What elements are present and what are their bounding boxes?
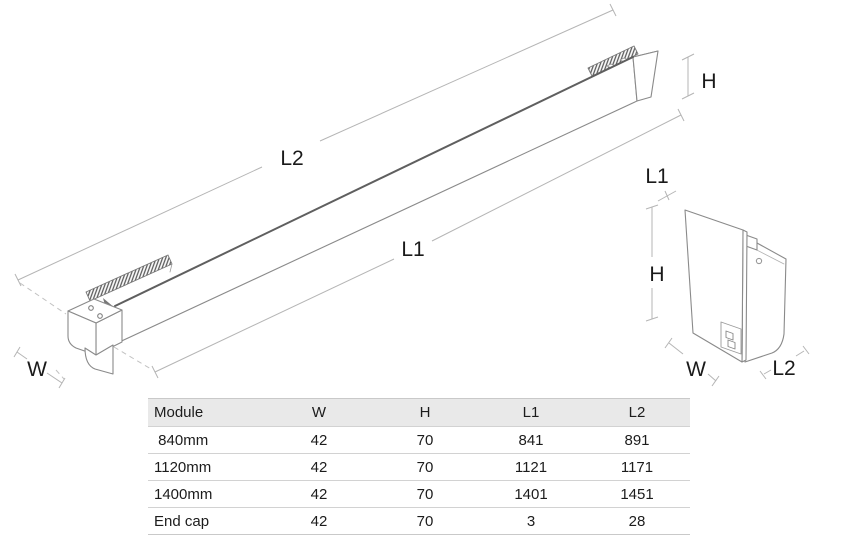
cell-w: 42 (266, 480, 372, 508)
module-dimension-lines (13, 3, 695, 389)
cell-w: 42 (266, 507, 372, 535)
module-dim-label-w: W (27, 358, 47, 381)
endcap-dim-label-l1: L1 (645, 165, 668, 188)
module-connector (67, 298, 123, 375)
cell-h: 70 (372, 507, 478, 535)
connector-screw (88, 305, 94, 311)
table-row: 1120mm 42 70 1121 1171 (148, 453, 690, 481)
module-dim-label-l2: L2 (280, 147, 303, 170)
connector-screw (97, 313, 103, 319)
module-drawing (67, 45, 659, 375)
cell-module: End cap (148, 507, 266, 535)
column-header-l1: L1 (478, 398, 584, 427)
endcap-drawing (684, 209, 787, 363)
column-header-module: Module (148, 398, 266, 427)
endcap-body (744, 239, 787, 363)
cell-l2: 28 (584, 507, 690, 535)
cell-l1: 3 (478, 507, 584, 535)
cell-h: 70 (372, 453, 478, 481)
cell-l2: 1171 (584, 453, 690, 481)
cell-l2: 891 (584, 426, 690, 454)
endcap-dim-label-h: H (649, 263, 664, 286)
endcap-front-plate (684, 209, 744, 363)
module-end-face (632, 50, 659, 102)
cell-module: 1400mm (148, 480, 266, 508)
endcap-dim-label-l2: L2 (772, 357, 795, 380)
endcap-dimension-lines (645, 190, 810, 387)
module-dim-label-h: H (701, 70, 716, 93)
endcap-hole (755, 257, 763, 265)
cell-w: 42 (266, 453, 372, 481)
column-header-l2: L2 (584, 398, 690, 427)
module-track-left (85, 254, 173, 302)
cell-module: 840mm (148, 426, 266, 454)
column-header-w: W (266, 398, 372, 427)
cell-l1: 841 (478, 426, 584, 454)
cell-module: 1120mm (148, 453, 266, 481)
endcap-label-sticker (720, 321, 742, 355)
column-header-h: H (372, 398, 478, 427)
connector-lip (84, 344, 114, 375)
table-header-row: Module W H L1 L2 (148, 398, 690, 427)
module-dim-label-l1: L1 (401, 238, 424, 261)
cell-h: 70 (372, 480, 478, 508)
cell-l1: 1121 (478, 453, 584, 481)
dimension-table: Module W H L1 L2 840mm 42 70 841 891 112… (148, 398, 690, 535)
module-front-face (112, 56, 638, 346)
cell-w: 42 (266, 426, 372, 454)
cell-l1: 1401 (478, 480, 584, 508)
table-row: End cap 42 70 3 28 (148, 507, 690, 535)
table-row: 1400mm 42 70 1401 1451 (148, 480, 690, 508)
cell-l2: 1451 (584, 480, 690, 508)
table-row: 840mm 42 70 841 891 (148, 426, 690, 454)
endcap-dim-label-w: W (686, 358, 706, 381)
cell-h: 70 (372, 426, 478, 454)
